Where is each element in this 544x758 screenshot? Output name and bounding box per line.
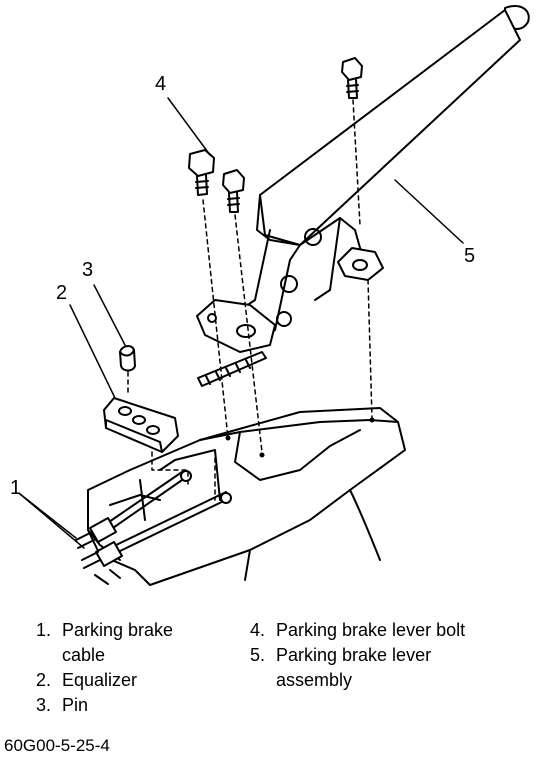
legend-number: 5. bbox=[250, 645, 266, 665]
legend: 1. Parking brake cable 2. Equalizer 3. P… bbox=[0, 618, 544, 728]
hole-markers bbox=[225, 417, 375, 458]
leader-lines bbox=[19, 97, 464, 549]
legend-item-2: 2. Equalizer bbox=[36, 668, 246, 693]
parking-brake-diagram bbox=[19, 4, 530, 586]
parking-brake-cable bbox=[75, 470, 232, 585]
legend-number: 1. bbox=[36, 620, 52, 640]
legend-label: Pin bbox=[62, 695, 89, 715]
legend-number: 2. bbox=[36, 670, 52, 690]
lever-bolt bbox=[188, 149, 215, 196]
callout-3: 3 bbox=[82, 259, 94, 281]
legend-right-column: 4. Parking brake lever bolt 5. Parking b… bbox=[250, 618, 540, 693]
legend-item-3: 3. Pin bbox=[36, 693, 246, 718]
lever-bolt-3 bbox=[341, 57, 363, 99]
legend-number: 4. bbox=[250, 620, 266, 640]
assembly-lines bbox=[127, 99, 373, 501]
lever-bolt-2 bbox=[222, 169, 245, 213]
legend-item-5: 5. Parking brake lever assembly bbox=[250, 643, 540, 693]
figure-code: 60G00-5-25-4 bbox=[4, 736, 110, 755]
legend-label: Parking brake lever bolt bbox=[276, 620, 466, 640]
callout-4: 4 bbox=[155, 73, 167, 95]
parking-brake-lever-assembly bbox=[196, 4, 530, 353]
legend-label: Equalizer bbox=[62, 670, 138, 690]
legend-item-4: 4. Parking brake lever bolt bbox=[250, 618, 540, 643]
callout-1: 1 bbox=[10, 477, 22, 499]
equalizer bbox=[103, 397, 179, 453]
legend-number: 3. bbox=[36, 695, 52, 715]
adjusting-rod bbox=[197, 351, 267, 387]
callout-2: 2 bbox=[56, 282, 68, 304]
callout-5: 5 bbox=[464, 245, 476, 267]
pin bbox=[119, 345, 136, 372]
legend-label: Parking brake lever assembly bbox=[276, 645, 432, 690]
legend-label: Parking brake cable bbox=[62, 620, 174, 665]
legend-item-1: 1. Parking brake cable bbox=[36, 618, 246, 668]
legend-left-column: 1. Parking brake cable 2. Equalizer 3. P… bbox=[36, 618, 246, 718]
